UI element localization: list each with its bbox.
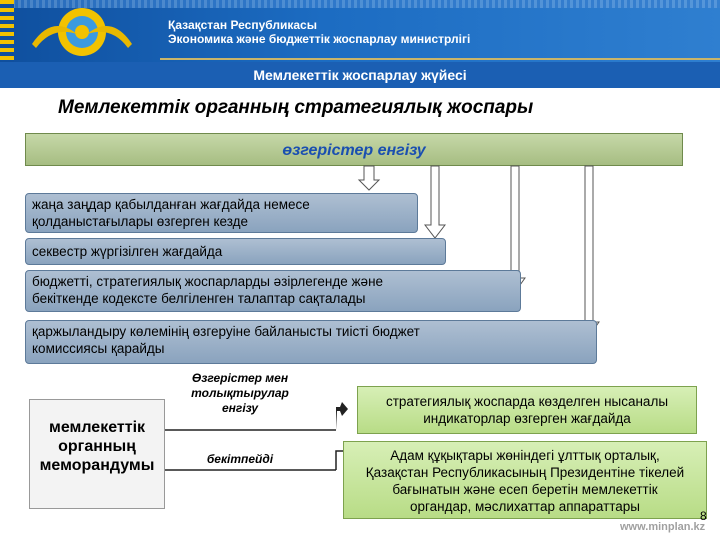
- result-agencies-line2: Қазақстан Республикасының Президентіне т…: [365, 465, 685, 480]
- ministry-line-1: Қазақстан Республикасы: [168, 18, 317, 32]
- memorandum-box: мемлекеттік органның меморандумы: [29, 399, 165, 509]
- system-title-bar: Мемлекеттік жоспарлау жүйесі: [0, 62, 720, 88]
- result-indicators-line2: индикаторлар өзгерген жағдайда: [423, 411, 631, 426]
- condition-code-line1: бюджетті, стратегиялық жоспарларды әзірл…: [32, 274, 384, 289]
- condition-new-laws: жаңа заңдар қабылданған жағдайда немесе …: [25, 193, 418, 233]
- kazakhstan-emblem-icon: [32, 8, 132, 56]
- label-not-approved: бекітпейді: [206, 452, 274, 466]
- condition-new-laws-line2: қолданыстағылары өзгерген кезде: [32, 214, 249, 229]
- condition-sequestration: секвестр жүргізілген жағдайда: [25, 238, 446, 265]
- label-changes-additions: Өзгерістер мен толықтырулар енгізу: [175, 371, 305, 416]
- changes-banner: өзгерістер енгізу: [25, 133, 683, 166]
- memo-line2: органның: [58, 438, 136, 455]
- ministry-line-2: Экономика және бюджеттік жоспарлау минис…: [168, 32, 471, 46]
- page-number: 8: [700, 509, 707, 523]
- result-agencies-line4: органдар, мәслихаттар аппараттары: [409, 499, 641, 514]
- memo-line1: мемлекеттік: [48, 419, 146, 436]
- label-changes-line2: толықтырулар: [191, 386, 289, 400]
- arrow-down-1: [357, 165, 381, 191]
- arrow-down-2: [423, 165, 447, 239]
- result-agencies-line3: бағынатын және есеп беретін мемлекеттік: [392, 482, 658, 497]
- condition-funding-line1: қаржыландыру көлемінің өзгеруіне байланы…: [32, 324, 420, 339]
- header-divider: [160, 58, 720, 60]
- condition-code-line2: бекіткенде кодексте белгіленген талаптар…: [32, 291, 366, 306]
- condition-funding-line2: комиссиясы қарайды: [32, 341, 165, 356]
- arrow-down-4: [578, 165, 600, 337]
- ornament-strip: [0, 0, 14, 62]
- label-changes-line1: Өзгерістер мен: [191, 371, 289, 385]
- condition-code-requirements: бюджетті, стратегиялық жоспарларды әзірл…: [25, 270, 521, 312]
- result-indicators-line1: стратегиялық жоспарда көзделген нысаналы: [385, 394, 669, 409]
- plan-title: Мемлекеттік органның стратегиялық жоспар…: [58, 97, 534, 118]
- header-pattern: [0, 0, 720, 8]
- condition-new-laws-line1: жаңа заңдар қабылданған жағдайда немесе: [32, 197, 310, 212]
- label-changes-line3: енгізу: [222, 401, 258, 415]
- memo-line3: меморандумы: [39, 457, 155, 474]
- arrow-to-indicators: [336, 402, 348, 430]
- result-agencies: Адам құқықтары жөніндегі ұлттық орталық,…: [343, 441, 707, 519]
- result-agencies-line1: Адам құқықтары жөніндегі ұлттық орталық,: [390, 448, 660, 463]
- header-banner: Қазақстан Республикасы Экономика және бю…: [0, 0, 720, 62]
- condition-funding-change: қаржыландыру көлемінің өзгеруіне байланы…: [25, 320, 597, 364]
- result-indicators-changed: стратегиялық жоспарда көзделген нысаналы…: [357, 386, 697, 434]
- condition-sequestration-line1: секвестр жүргізілген жағдайда: [32, 244, 223, 259]
- footer-url: www.minplan.kz: [620, 521, 706, 533]
- ministry-name: Қазақстан Республикасы Экономика және бю…: [168, 18, 470, 46]
